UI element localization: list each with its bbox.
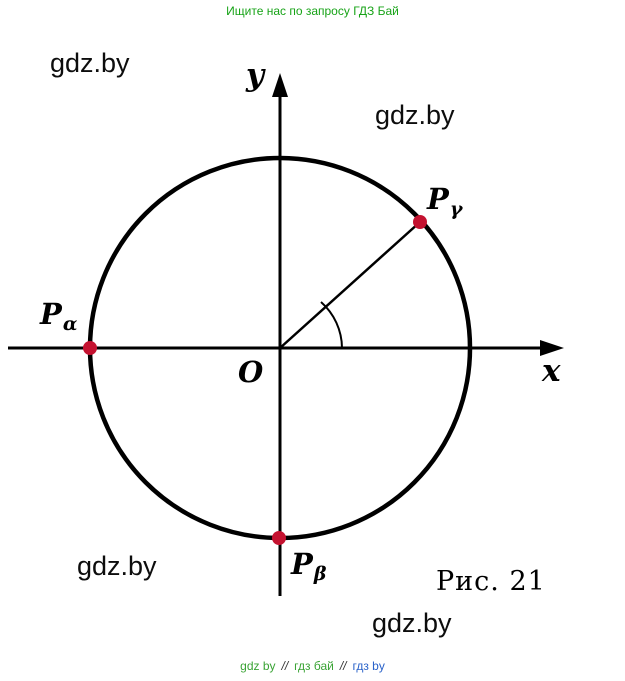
watermark-top-left: gdz.by bbox=[50, 48, 130, 78]
angle-arc bbox=[320, 301, 343, 349]
point-label-beta-main: P bbox=[291, 547, 313, 581]
point-dot-beta bbox=[272, 531, 286, 545]
origin-label: O bbox=[238, 355, 264, 389]
footer-link-gdzbai[interactable]: гдз бай bbox=[294, 659, 334, 673]
point-label-alpha: Pα bbox=[40, 300, 77, 334]
x-axis-label: x bbox=[542, 353, 561, 389]
footer-separator: // bbox=[339, 659, 347, 673]
point-label-beta: Pβ bbox=[291, 550, 326, 584]
watermark-bottom-left: gdz.by bbox=[77, 551, 157, 581]
footer-link-gdzby[interactable]: gdz by bbox=[240, 659, 276, 673]
promo-banner: Ищите нас по запросу ГДЗ Бай bbox=[226, 4, 399, 18]
point-dot-alpha bbox=[83, 341, 97, 355]
watermark-upper-right: gdz.by bbox=[375, 100, 455, 130]
point-label-alpha-sub: α bbox=[62, 313, 78, 335]
y-axis-arrow-icon bbox=[272, 73, 288, 97]
point-label-gamma-sub: γ bbox=[449, 198, 463, 220]
point-label-gamma-main: P bbox=[427, 182, 449, 216]
watermark-bottom-right: gdz.by bbox=[372, 608, 452, 638]
point-dot-gamma bbox=[413, 215, 427, 229]
y-axis-label: y bbox=[246, 57, 265, 93]
figure-caption: Рис. 21 bbox=[436, 566, 546, 597]
footer-link-gdzby-ru[interactable]: гдз by bbox=[352, 659, 385, 673]
radius-line bbox=[279, 221, 421, 349]
point-label-gamma: Pγ bbox=[427, 185, 462, 219]
point-label-alpha-main: P bbox=[40, 297, 62, 331]
point-label-beta-sub: β bbox=[313, 563, 327, 585]
footer-separator: // bbox=[281, 659, 289, 673]
footer-links: gdz by // гдз бай // гдз by bbox=[0, 659, 625, 673]
x-axis-arrow-icon bbox=[540, 340, 564, 356]
